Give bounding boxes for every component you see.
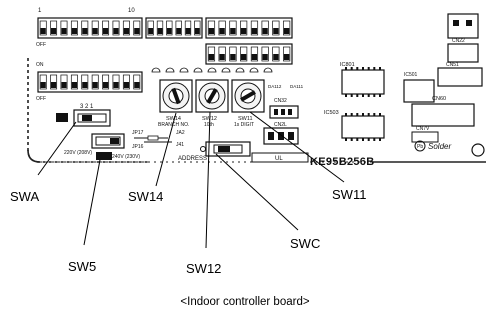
rotary-switch-sw11 [231, 79, 265, 113]
dip-switch-bank-2 [145, 17, 203, 39]
dip-switch-bank-3 [205, 17, 293, 39]
rotary-switch-sw12 [195, 79, 229, 113]
figure-caption: <Indoor controller board> [180, 296, 310, 308]
ul-label: UL [275, 156, 283, 162]
callout-sw12: SW12 [186, 261, 222, 276]
cn7v-label: CN7V [416, 126, 430, 132]
ic801-chip: IC801 [340, 62, 385, 97]
cn60-label: CN60 [432, 96, 446, 102]
cn2l-label: CN2L [274, 122, 287, 128]
callout-sw5: SW5 [68, 259, 97, 274]
sw14-silk-label: SW14 [166, 116, 181, 122]
cn2l-connector: CN2L [263, 122, 299, 145]
swc-slide-switch [200, 141, 251, 157]
cn51-label: CN51 [446, 62, 459, 68]
svg-text:10: 10 [128, 8, 135, 14]
jp17-label: JP17 [132, 130, 144, 136]
callout-sw14: SW14 [128, 189, 164, 204]
component-row [151, 67, 273, 73]
dip-switch-bank-5 [205, 43, 293, 65]
swa-number-labels: 3 2 1 [80, 104, 94, 110]
sw11-digit-label: 1s DIGIT [234, 122, 254, 128]
sw5-slide-switch [91, 133, 125, 160]
ic503-label: IC503 [324, 110, 339, 116]
svg-text:OFF: OFF [36, 42, 46, 48]
jumpers: JP17 JA2 J41 JP16 [132, 130, 185, 150]
board-id-marking: KE95B256B [310, 156, 374, 168]
cn32-connector: CN32 DA112 DA111 [268, 84, 304, 119]
mounting-hole [471, 143, 485, 157]
callout-swc: SWC [290, 236, 321, 251]
j41-label: J41 [176, 142, 184, 148]
ja2-label: JA2 [176, 130, 185, 136]
address-silk-label: ADDRESS [178, 156, 207, 162]
svg-text:Pb: Pb [417, 144, 423, 150]
sw12-digit-label: 10th [204, 122, 214, 128]
branch-silk-label: BRANCH NO. [158, 122, 189, 128]
cn7v-connector: CN7V [411, 126, 439, 143]
dip-switch-bank-4: OFF ON [36, 62, 143, 102]
da112-label: DA112 [268, 84, 282, 89]
da111-label: DA111 [290, 84, 304, 89]
cn32-label: CN32 [274, 98, 287, 104]
callout-sw11: SW11 [332, 187, 367, 202]
ic801-label: IC801 [340, 62, 355, 68]
rotary-switch-sw14 [159, 79, 193, 113]
callout-swa: SWA [10, 189, 40, 204]
sw11-silk-label: SW11 [238, 116, 253, 122]
solder-mark-text: Solder [428, 142, 451, 151]
ic501-chip: IC501 [403, 72, 435, 103]
v240-label: 240V (230V) [112, 154, 140, 160]
leader-lines [37, 111, 345, 249]
dip-switch-bank-1: 1 10 OFF [36, 8, 143, 48]
svg-text:ON: ON [36, 62, 44, 68]
svg-text:1: 1 [38, 8, 42, 14]
cn51-connector: CN51 [437, 62, 483, 87]
svg-text:OFF: OFF [36, 96, 46, 102]
ic501-label: IC501 [404, 72, 418, 78]
cn22-second-connector: CN22 [447, 38, 479, 63]
cn60-connector: CN60 [411, 96, 475, 127]
ul-plate [251, 152, 309, 163]
cn22-label: CN22 [452, 38, 465, 44]
cn22-connector [447, 13, 479, 39]
jp16-label: JP16 [132, 144, 144, 150]
swa-slide-switch: 3 2 1 [56, 104, 111, 127]
v220-label: 220V (208V) [64, 150, 92, 156]
ic503-chip: IC503 [324, 110, 385, 141]
solder-logo: Pb Solder [414, 140, 451, 152]
